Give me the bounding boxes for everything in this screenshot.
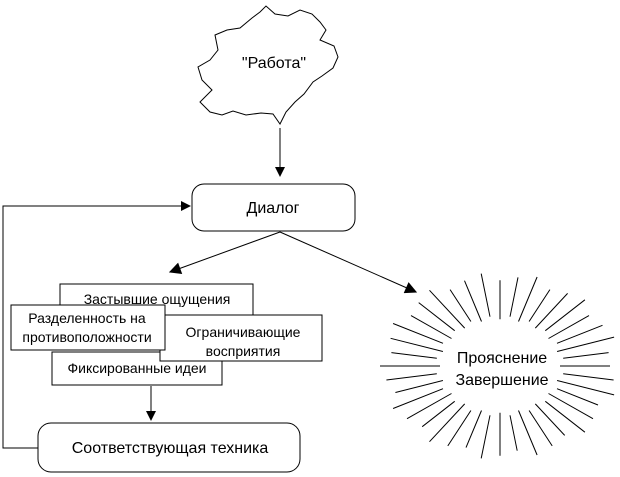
obstacle-label-limiting-2: восприятия — [206, 343, 281, 359]
burst-ray — [447, 410, 472, 447]
dialog-label: Диалог — [247, 200, 300, 217]
burst-ray — [429, 403, 466, 443]
burst-ray — [548, 315, 590, 339]
burst-ray — [544, 299, 586, 332]
burst-ray — [528, 289, 551, 322]
burst-ray — [556, 380, 615, 396]
burst-ray — [548, 393, 594, 420]
feedback-loop-arrow — [2, 201, 191, 449]
obstacle-label-frozen: Застывшие ощущения — [84, 291, 231, 307]
burst-ray — [518, 276, 538, 322]
obstacle-label-separation-1: Разделенность на — [28, 310, 146, 326]
burst-ray — [410, 315, 452, 339]
burst-ray — [556, 324, 603, 344]
obstacle-label-fixed: Фиксированные идеи — [67, 360, 206, 376]
burst-ray — [528, 410, 553, 447]
burst-ray — [391, 352, 437, 359]
arrow-dialog-to-obstacles — [168, 231, 281, 274]
burst-ray — [563, 373, 614, 381]
burst-ray — [509, 277, 519, 317]
burst-ray — [406, 393, 452, 420]
burst-ray — [544, 400, 586, 433]
arrow-dialog-to-clarity — [279, 231, 418, 294]
burst-ray — [386, 373, 437, 381]
cloud-label: "Работа" — [242, 55, 306, 72]
burst-ray — [390, 337, 444, 352]
burst-label-1: Прояснение — [457, 350, 547, 367]
obstacle-label-separation-2: противоположности — [22, 329, 151, 345]
burst-ray — [421, 400, 456, 428]
burst-ray — [480, 415, 491, 459]
burst-ray — [556, 388, 599, 406]
burst-ray — [464, 280, 482, 322]
burst-ray — [429, 289, 466, 329]
burst-ray — [392, 388, 444, 409]
burst-label-2: Завершение — [455, 372, 548, 389]
cloud-shape — [197, 5, 339, 125]
technique-label: Соответствующая техника — [72, 440, 269, 457]
burst-ray — [392, 323, 444, 344]
burst-ray — [418, 302, 456, 332]
burst-ray — [534, 293, 568, 329]
burst-ray — [449, 289, 472, 322]
burst-ray — [395, 380, 444, 393]
burst-ray — [518, 410, 538, 456]
burst-ray — [465, 410, 482, 448]
burst-ray — [534, 403, 566, 436]
burst-ray — [563, 352, 609, 359]
obstacle-box-separation — [10, 304, 166, 351]
burst-ray — [509, 415, 518, 451]
burst-rays — [380, 273, 615, 459]
obstacle-label-limiting-1: Ограничивающие — [186, 324, 301, 340]
burst-ray — [556, 336, 615, 352]
dialog-box — [191, 183, 356, 232]
burst-ray — [480, 273, 491, 317]
